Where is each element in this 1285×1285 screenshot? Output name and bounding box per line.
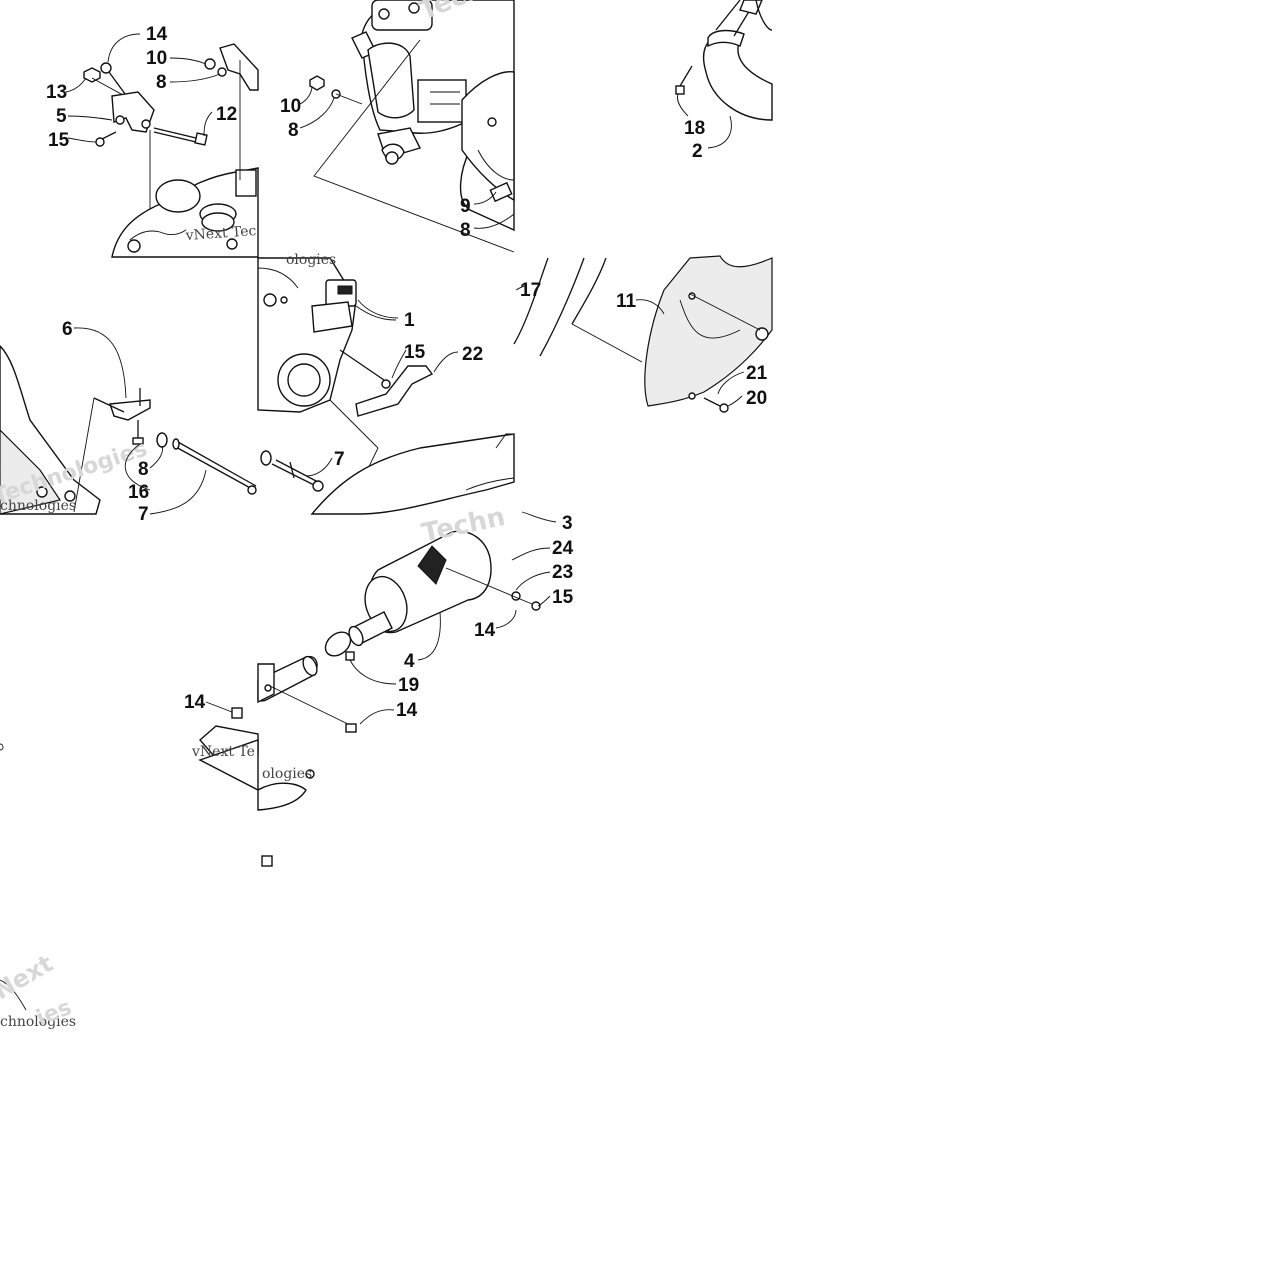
bolt-12 [153, 127, 208, 146]
callout-22: 22 [462, 344, 483, 365]
bolt-14-lower [345, 723, 357, 733]
lower-frame-tile [0, 701, 315, 1011]
frame-tube [310, 433, 515, 515]
clamp-19 [324, 631, 355, 661]
callout-9: 9 [460, 196, 471, 217]
callout-17: 17 [520, 280, 541, 301]
callout-19: 19 [398, 675, 419, 696]
bolt-14-far-left [231, 707, 243, 719]
callout-4: 4 [404, 651, 415, 672]
watermark-text: chnologies [0, 498, 76, 514]
mount-bracket-tile [0, 345, 257, 515]
washer-8 [217, 67, 227, 77]
bracket-6 [109, 399, 151, 421]
header-pipe-tile [675, 0, 773, 121]
screw-16 [132, 420, 144, 445]
bracket-assembly-tile [83, 43, 259, 258]
screw-21 [755, 327, 769, 341]
callout-16: 16 [128, 482, 149, 503]
callout-10: 10 [280, 96, 301, 117]
callout-15: 15 [404, 342, 426, 363]
tab-24 [417, 545, 447, 585]
callout-7: 7 [334, 449, 345, 470]
washer-8-mid [156, 432, 168, 448]
callout-15: 15 [48, 130, 70, 151]
callout-8: 8 [460, 220, 471, 241]
callout-20: 20 [746, 388, 767, 409]
callout-1: 1 [404, 310, 415, 331]
watermark-text: ologies [262, 766, 312, 782]
callout-7: 7 [138, 504, 149, 525]
callout-23: 23 [552, 562, 573, 583]
callout-14: 14 [184, 692, 206, 713]
callout-14: 14 [474, 620, 496, 641]
watermark-text: ologies [286, 252, 336, 268]
screw-20 [703, 397, 729, 413]
callout-2: 2 [692, 141, 703, 162]
callout-15: 15 [552, 587, 574, 608]
callout-11: 11 [616, 291, 637, 312]
callout-8: 8 [288, 120, 299, 141]
watermark-text: chnologies [0, 1014, 76, 1030]
heat-shield-tile [513, 255, 773, 413]
callout-13: 13 [46, 82, 67, 103]
heat-shield-11 [644, 255, 773, 407]
watermark-text: Next [0, 949, 58, 1005]
nut-13 [83, 67, 101, 83]
callout-14: 14 [396, 700, 418, 721]
callout-8: 8 [138, 459, 149, 480]
callout-12: 12 [216, 104, 237, 125]
callout-24: 24 [552, 538, 574, 559]
watermark-text: vNext Tec [184, 223, 257, 244]
callout-labels: 14 10 8 13 5 12 15 10 8 9 8 18 2 6 8 16 … [46, 24, 768, 721]
watermark-text: vNext Te [191, 744, 255, 760]
callout-3: 3 [562, 513, 573, 534]
bolt-15-right [531, 601, 541, 611]
bolt-18 [675, 65, 693, 95]
callout-14: 14 [146, 24, 168, 45]
watermarks: Techn vNext Tec ologies Technologies chn… [0, 0, 508, 1032]
rod-7-left [172, 438, 257, 495]
callout-5: 5 [56, 106, 67, 127]
nut-10 [309, 75, 325, 91]
bolt-7-center [260, 450, 324, 492]
bolt-14-top [100, 62, 129, 99]
engine-top-tile [309, 0, 515, 253]
bolt-15-left [95, 131, 117, 147]
header-pipe-2 [702, 37, 773, 121]
footpeg-22 [339, 349, 434, 417]
washer-10 [204, 58, 216, 70]
callout-18: 18 [684, 118, 705, 139]
callout-10: 10 [146, 48, 167, 69]
callout-8: 8 [156, 72, 167, 93]
engine-lower-tile [257, 257, 515, 515]
callout-leaders [65, 33, 745, 725]
callout-6: 6 [62, 319, 73, 340]
muffler-tile [257, 477, 541, 733]
callout-21: 21 [746, 363, 768, 384]
